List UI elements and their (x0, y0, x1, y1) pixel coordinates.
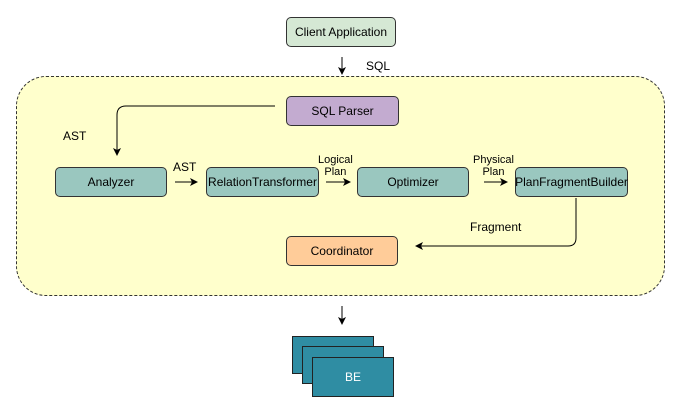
optimizer-node: Optimizer (357, 167, 469, 197)
optimizer-label: Optimizer (387, 175, 439, 189)
client-application-label: Client Application (294, 25, 388, 39)
client-application-node: Client Application (286, 17, 396, 47)
relation-transformer-label: RelationTransformer (208, 175, 317, 189)
sql-parser-node: SQL Parser (286, 96, 399, 126)
ast-mid-edge-label: AST (173, 160, 197, 174)
analyzer-node: Analyzer (55, 167, 167, 197)
be-label: BE (344, 370, 361, 384)
sql-edge-label: SQL (366, 59, 391, 73)
coordinator-node: Coordinator (286, 236, 398, 266)
edge-parser-to-analyzer (113, 105, 275, 156)
edge-builder-to-coordinator (415, 198, 577, 250)
be-node: BE (312, 357, 394, 397)
ast-left-edge-label: AST (63, 129, 87, 143)
sql-parser-label: SQL Parser (311, 104, 374, 118)
fragment-edge-label: Fragment (470, 220, 522, 234)
coordinator-label: Coordinator (310, 244, 374, 258)
physical-plan-edge-label: Physical Plan (473, 154, 514, 178)
plan-fragment-builder-node: PlanFragmentBuilder (515, 167, 628, 197)
analyzer-label: Analyzer (87, 175, 135, 189)
relation-transformer-node: RelationTransformer (206, 167, 319, 197)
logical-plan-edge-label: Logical Plan (318, 154, 353, 178)
plan-fragment-builder-label: PlanFragmentBuilder (515, 175, 628, 189)
